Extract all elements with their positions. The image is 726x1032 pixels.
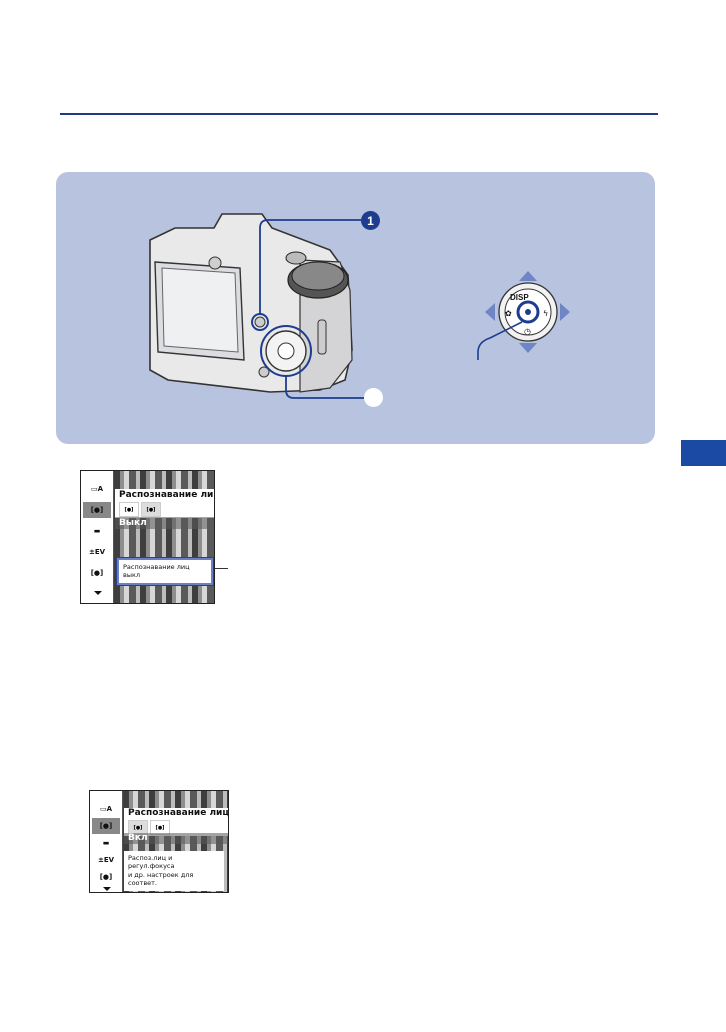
svg-text:ϟ: ϟ — [543, 309, 548, 318]
chevron-down-icon[interactable] — [103, 887, 111, 891]
down-arrow-icon — [519, 343, 537, 353]
svg-text:DISP: DISP — [510, 293, 529, 302]
callout-2 — [364, 388, 383, 407]
right-arrow-icon — [560, 303, 570, 321]
menu-title: Распознавание лиц — [124, 808, 228, 819]
menu-screen-on: ▭A [●] ▬ ±EV [●] Распознавание лиц [●] [… — [89, 790, 229, 893]
left-arrow-icon — [485, 303, 495, 321]
menu-icon-column: ▭A [●] ▬ ±EV [●] — [90, 791, 123, 892]
scene-icon[interactable]: ▭A — [99, 805, 113, 813]
up-arrow-icon — [519, 271, 537, 281]
image-size-icon[interactable]: ▬ — [93, 527, 101, 535]
option-off[interactable]: [●] — [141, 502, 161, 517]
face-detect-icon[interactable]: [●] — [92, 818, 120, 834]
menu-title: Распознавание лиц — [115, 489, 214, 501]
selected-value: Выкл — [115, 517, 214, 529]
option-row: [●] [●] — [124, 819, 228, 836]
description-leader-line — [213, 568, 228, 569]
illustration-panel: DISP ✿ ϟ ◷ — [56, 172, 655, 444]
option-on[interactable]: [●] — [128, 820, 148, 835]
option-row: [●] [●] — [115, 501, 214, 518]
header-rule — [60, 113, 658, 115]
focus-icon[interactable]: [●] — [90, 569, 104, 577]
focus-icon[interactable]: [●] — [99, 873, 113, 881]
section-tab — [681, 440, 726, 466]
description-box: Распоз.лиц и регул.фокуса и др. настроек… — [124, 851, 224, 891]
face-detect-icon[interactable]: [●] — [83, 502, 111, 518]
camera-illustration — [149, 213, 364, 399]
svg-text:✿: ✿ — [505, 309, 512, 318]
option-on[interactable]: [●] — [119, 502, 139, 517]
description-box: Распознавание лиц выкл — [116, 557, 214, 586]
scene-icon[interactable]: ▭A — [90, 485, 104, 493]
menu-icon-column: ▭A [●] ▬ ±EV [●] — [81, 471, 114, 603]
ev-icon[interactable]: ±EV — [97, 856, 115, 864]
selected-value: Вкл — [124, 833, 228, 844]
chevron-down-icon[interactable] — [94, 591, 102, 595]
description-line-2: и др. настроек для соответ. — [128, 870, 194, 888]
svg-text:◷: ◷ — [524, 327, 531, 336]
image-size-icon[interactable]: ▬ — [102, 839, 110, 847]
callout-1: 1 — [361, 211, 380, 230]
menu-screen-off: ▭A [●] ▬ ±EV [●] Распознавание лиц [●] [… — [80, 470, 215, 604]
control-dial-diagram: DISP ✿ ϟ ◷ — [477, 271, 570, 360]
ev-icon[interactable]: ±EV — [88, 548, 106, 556]
description-line-1: Распоз.лиц и регул.фокуса — [128, 854, 175, 871]
